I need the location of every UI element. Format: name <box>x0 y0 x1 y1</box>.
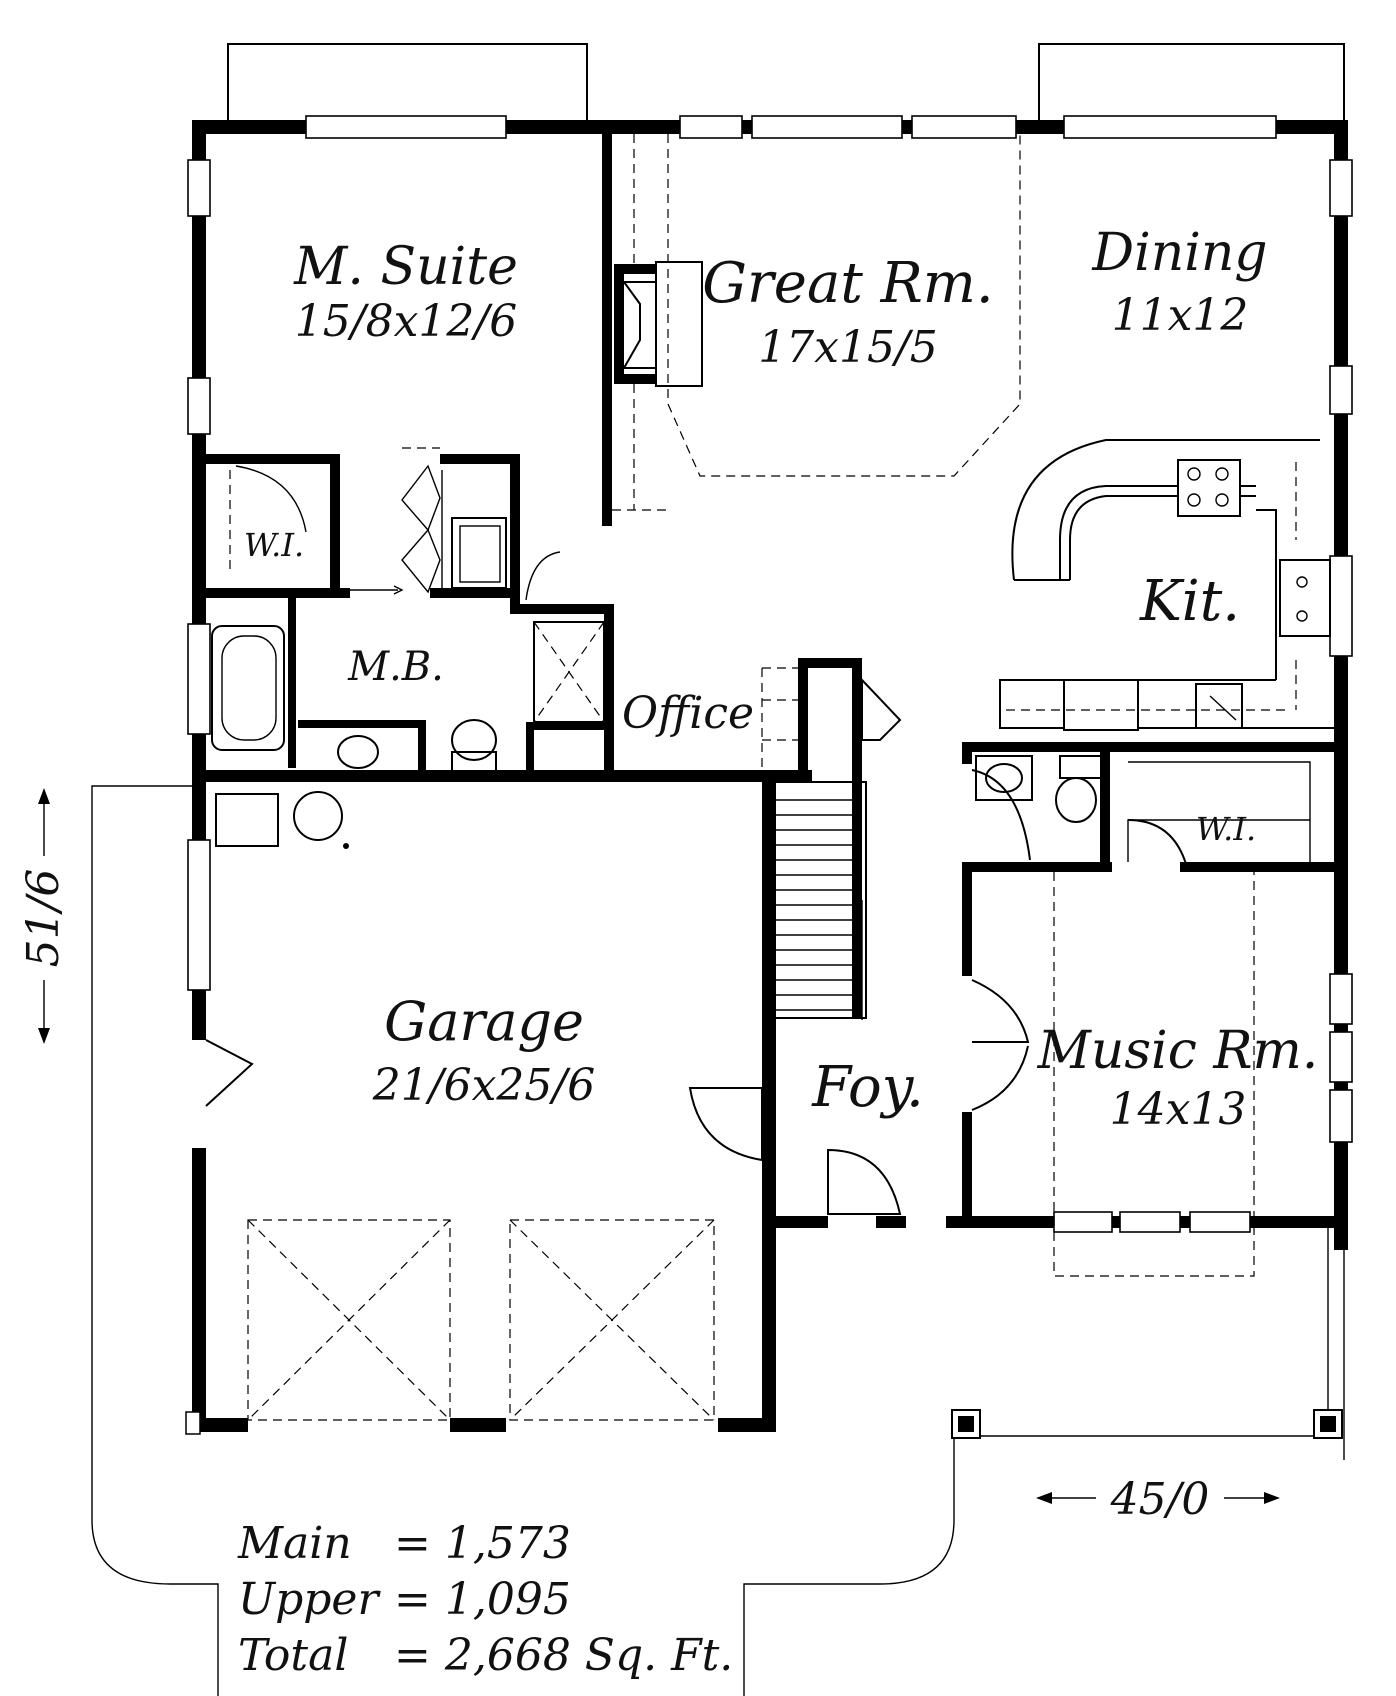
label-walk-in-master: W.I. <box>244 526 304 564</box>
staircase <box>761 667 902 1020</box>
dims-dining: 11x12 <box>1112 290 1249 341</box>
label-great-room: Great Rm. <box>702 251 993 316</box>
label-music-room: Music Rm. <box>1037 1021 1319 1081</box>
dims-master-suite: 15/8x12/6 <box>295 296 517 347</box>
label-dining: Dining <box>1091 223 1267 283</box>
label-foyer: Foy. <box>811 1055 924 1120</box>
powder-room <box>975 755 1311 862</box>
great-room-ceiling-dashes <box>612 134 1021 511</box>
windows <box>187 115 1353 1233</box>
fireplace <box>614 261 703 387</box>
front-porch <box>91 785 1343 1696</box>
kitchen-counters <box>999 439 1334 731</box>
interior-walls <box>192 134 1348 1228</box>
dims-music-room: 14x13 <box>1110 1084 1247 1135</box>
sqft-total-label: Total <box>238 1630 348 1681</box>
sqft-upper-value: = 1,095 <box>394 1574 571 1625</box>
dims-garage: 21/6x25/6 <box>372 1060 595 1111</box>
width-dimension-label: 45/0 <box>1110 1474 1210 1525</box>
foyer-doors <box>688 769 1187 1215</box>
depth-dimension-label: 51/6 <box>18 869 69 968</box>
square-footage-summary: Main = 1,573 Upper = 1,095 Total = 2,668… <box>237 1518 733 1681</box>
label-garage: Garage <box>384 990 584 1053</box>
dims-great-room: 17x15/5 <box>758 322 938 373</box>
garage-details <box>185 791 715 1435</box>
sqft-total-value: = 2,668 Sq. Ft. <box>394 1630 733 1681</box>
label-master-bath: M.B. <box>347 644 444 690</box>
master-bath-fixtures <box>211 447 605 773</box>
sqft-upper-label: Upper <box>238 1574 381 1625</box>
sqft-main-value: = 1,573 <box>394 1518 571 1569</box>
room-labels: M. Suite 15/8x12/6 Great Rm. 17x15/5 Din… <box>244 223 1318 1135</box>
sqft-main-label: Main <box>237 1518 352 1569</box>
label-kitchen: Kit. <box>1139 569 1240 634</box>
width-dimension-arrow <box>1036 1492 1280 1504</box>
label-master-suite: M. Suite <box>293 237 518 297</box>
music-room-dashes <box>1053 872 1255 1277</box>
label-office: Office <box>622 688 754 739</box>
depth-dimension-arrow <box>38 788 50 1044</box>
label-walk-in-music: W.I. <box>1196 810 1256 848</box>
